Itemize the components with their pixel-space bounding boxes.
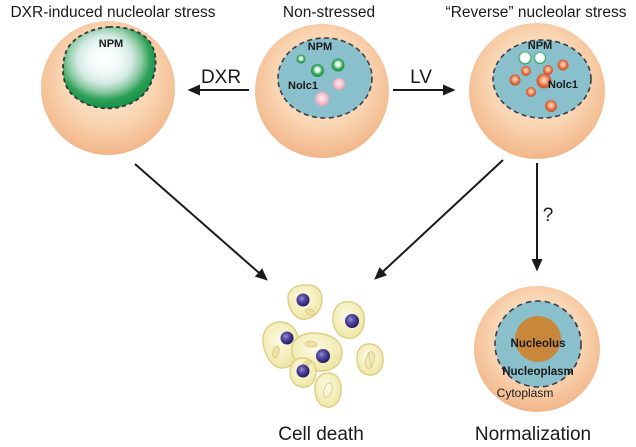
arrow-reverse-to-cell-death: [374, 159, 504, 280]
dxr-arrow-label: DXR: [201, 67, 241, 88]
cell-death-organelles: [272, 308, 375, 398]
organelle: [272, 345, 280, 359]
npm-granule: [534, 52, 546, 64]
nolc1-granule: [315, 92, 329, 106]
nolc1-granule: [526, 87, 536, 97]
pyknotic-nucleus: [296, 364, 310, 378]
cell-death-label: Cell death: [278, 424, 364, 445]
nolc1-granule: [333, 78, 345, 90]
nolc1-label: Nolc1: [548, 79, 578, 91]
cell-reverse-stressed: NPM Nolc1: [469, 23, 605, 159]
nucleolus: [515, 316, 561, 362]
npm-label: NPM: [308, 41, 332, 53]
pyknotic-nucleus: [280, 331, 294, 345]
organelle: [302, 360, 312, 366]
nolc1-granule: [557, 59, 569, 71]
lv-arrow-label: LV: [410, 67, 432, 88]
nolc1-granule: [509, 74, 521, 86]
nolc1-label: Nolc1: [288, 80, 318, 92]
organelle: [323, 382, 333, 398]
cell-dxr-stressed: NPM: [41, 21, 175, 155]
nolc1-granule: [521, 66, 531, 76]
title-reverse-stress: “Reverse” nucleolar stress: [446, 4, 627, 21]
arrow-reverse-to-normalization: ?: [531, 163, 554, 272]
cell-normalized: Nucleolus Nucleoplasm Cytoplasm: [474, 286, 600, 412]
nolc1-granule: [536, 73, 552, 89]
npm-label: NPM: [528, 40, 552, 52]
npm-granule: [331, 58, 345, 72]
nolc1-granule: [543, 65, 553, 75]
npm-label: NPM: [99, 38, 123, 50]
arrow-dxr-to-cell-death: [134, 163, 268, 281]
cytoplasm-label: Cytoplasm: [497, 386, 554, 400]
pyknotic-nucleus: [316, 349, 330, 363]
npm-granule: [518, 51, 532, 65]
organelle: [367, 351, 373, 369]
arrow-lv: LV: [393, 67, 456, 96]
cell-death-nuclei: [280, 293, 359, 378]
question-mark-label: ?: [543, 205, 554, 226]
title-non-stressed: Non-stressed: [283, 4, 375, 21]
cell-death-cluster: [262, 284, 384, 408]
dying-cell: [314, 372, 342, 408]
normalization-label: Normalization: [475, 424, 591, 445]
nolc1-granule: [545, 100, 557, 112]
pyknotic-nucleus: [296, 293, 310, 307]
npm-granule: [311, 64, 324, 77]
nucleolus-label: Nucleolus: [511, 338, 566, 350]
organelle: [304, 308, 316, 316]
organelle: [304, 340, 318, 348]
cell-non-stressed: NPM Nolc1: [255, 24, 389, 158]
npm-granule: [296, 54, 306, 64]
pyknotic-nucleus: [345, 314, 359, 328]
nucleoplasm-label: Nucleoplasm: [502, 366, 574, 378]
arrow-dxr: DXR: [187, 67, 249, 96]
title-dxr-stress: DXR-induced nucleolar stress: [10, 4, 215, 21]
npm-dispersed-blob: [62, 26, 157, 110]
